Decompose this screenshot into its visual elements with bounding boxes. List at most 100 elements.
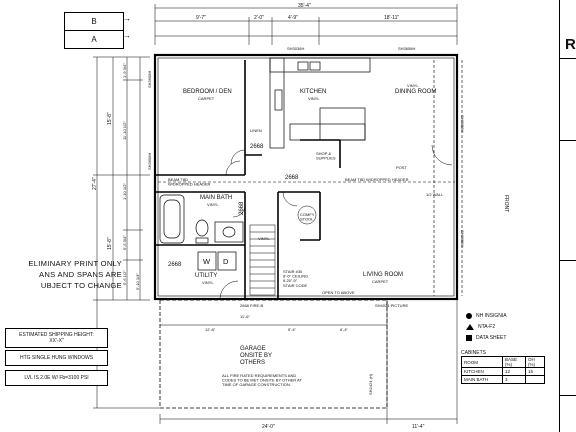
windows-note-text: HTG SINGLE HUNG WINDOWS	[19, 355, 94, 361]
table-header-cell: ROOM	[461, 356, 503, 368]
dim-left-3: 11'-10 1/2"	[122, 121, 127, 140]
table-header-cell: OH (%)	[525, 356, 545, 368]
cabinets-title: CABINETS	[461, 350, 487, 356]
dim-top-1: 9'-7"	[196, 15, 206, 21]
key-nta: NTA-F2	[466, 324, 495, 330]
window-w7: SH4024 PICTURE	[375, 303, 408, 308]
table-header-cell: BASE (%)	[502, 356, 526, 368]
kitchen-counters	[269, 57, 371, 149]
half-wall-label: 1/2 WALL	[426, 192, 444, 197]
dim-left-5: 1'-10 1/2"	[122, 183, 127, 200]
title-block: R	[559, 0, 576, 432]
room-bath-floor: VINYL	[207, 202, 219, 207]
top-dimensions	[154, 4, 458, 45]
table-header-row: ROOM BASE (%) OH (%)	[461, 356, 545, 368]
beam-mid-label: BEAM T8D W/DROPPED HEADER	[345, 177, 409, 182]
dim-left-6: 5'-5 3/4"	[122, 235, 127, 250]
room-dining-label: DINING ROOM	[395, 89, 436, 95]
prelim-line-1: ELIMINARY PRINT ONLY	[28, 259, 122, 268]
beam-lines	[158, 60, 463, 296]
title-block-divider	[560, 395, 576, 396]
shop-supplies-label: SHOP &SUPPLIES	[316, 151, 336, 161]
title-block-divider	[560, 260, 576, 261]
dim-bottom-1: 24'-0"	[262, 424, 275, 430]
legend-a: A	[64, 30, 124, 49]
preliminary-note: ELIMINARY PRINT ONLY ANS AND SPANS ARE U…	[0, 258, 122, 291]
filled-circle-icon	[466, 313, 472, 319]
table-row: MAIN BATH 3	[461, 375, 545, 384]
filled-square-icon	[466, 335, 472, 341]
room-kitchen-floor: VINYL	[308, 96, 320, 101]
garage-dimensions	[159, 300, 458, 424]
door-2668-b: 2668	[285, 175, 299, 181]
title-block-logo: R	[565, 36, 576, 53]
fire-door-label: 2668 FIRE-B	[240, 303, 263, 308]
dim-garage-3: 5'-4"	[288, 327, 297, 332]
room-kitchen-label: KITCHEN	[300, 89, 326, 95]
dim-left-7: 5'-6 1/2"	[122, 270, 127, 285]
window-w1: SH3036H	[287, 46, 304, 51]
dim-left-1: 15'-8"	[107, 112, 113, 125]
room-utility-label: UTILITY	[195, 273, 217, 279]
table-row: KITCHEN 12 15	[461, 367, 545, 376]
lvl-note-box: LVL IS 2.0E W/ Fb=3100 PSI	[5, 370, 108, 386]
table-cell: KITCHEN	[461, 367, 503, 376]
utility-appliances	[197, 251, 237, 271]
window-w4: SH3658H	[147, 153, 152, 170]
door-2668-d: 2668	[168, 262, 182, 268]
dim-left-4: 15'-8"	[107, 237, 113, 250]
dim-garage-1: 12'-8"	[205, 327, 216, 332]
prelim-line-2: ANS AND SPANS ARE	[38, 270, 122, 279]
washer-label: W	[203, 257, 211, 266]
open-to-above: OPEN TO ABOVE	[322, 290, 355, 295]
window-w5: SH3658H	[460, 115, 465, 132]
shipping-height-box: ESTIMATED SHIPPING HEIGHT: XX'-X"	[5, 328, 108, 348]
key-nh-insignia: NH INSIGNIA	[466, 313, 507, 319]
post-label: POST	[396, 165, 407, 170]
legend-a-arrow: →	[123, 31, 131, 40]
garage-outline	[159, 299, 388, 409]
table-cell: MAIN BATH	[461, 375, 503, 384]
title-block-divider	[560, 140, 576, 141]
dim-bottom-2: 11'-4"	[412, 424, 425, 430]
door-swings	[219, 144, 453, 300]
dim-left-2: 1'-9 3/4"	[122, 63, 127, 78]
left-dimensions	[93, 56, 160, 409]
room-living-label: LIVING ROOM	[363, 272, 403, 278]
legend-a-label: A	[91, 35, 97, 44]
triangle-icon	[466, 324, 474, 330]
dim-garage-2: 11'-6"	[240, 314, 250, 319]
legend-b-arrow: →	[123, 14, 131, 23]
bath-fixtures	[159, 194, 244, 244]
lvl-note-text: LVL IS 2.0E W/ Fb=3100 PSI	[24, 375, 89, 381]
key-data-sheet-label: DATA SHEET	[476, 335, 507, 341]
linen-label: LINEN	[250, 128, 262, 133]
dryer-label: D	[223, 257, 229, 266]
dim-top-4: 18'-11"	[384, 15, 399, 21]
stairs	[249, 224, 276, 296]
cabinets-table: ROOM BASE (%) OH (%) KITCHEN 12 15 MAIN …	[461, 356, 545, 384]
table-cell	[525, 375, 545, 384]
door-2668-a: 2668	[250, 144, 264, 150]
key-nta-label: NTA-F2	[478, 324, 496, 330]
door-2668-c: 2668	[239, 201, 245, 215]
shipping-height-text: ESTIMATED SHIPPING HEIGHT: XX'-X"	[19, 332, 94, 344]
table-cell: 3	[502, 375, 526, 384]
room-bedroom-label: BEDROOM / DEN	[183, 89, 232, 95]
window-w6: SH3658H	[460, 230, 465, 247]
hall-floor-label: VINYL	[258, 236, 270, 241]
window-w3: SH3658H	[147, 71, 152, 88]
title-block-divider	[560, 58, 576, 59]
room-living-floor: CARPET	[372, 279, 389, 284]
windows-note-box: HTG SINGLE HUNG WINDOWS	[5, 350, 108, 366]
window-w8: SH2424 (H)	[368, 373, 373, 395]
window-w2: SH3658H	[398, 46, 415, 51]
room-dining-floor: VINYL	[407, 83, 419, 88]
table-cell: 15	[525, 367, 545, 376]
table-cell: 12	[502, 367, 526, 376]
room-bedroom-floor: CARPET	[198, 96, 215, 101]
